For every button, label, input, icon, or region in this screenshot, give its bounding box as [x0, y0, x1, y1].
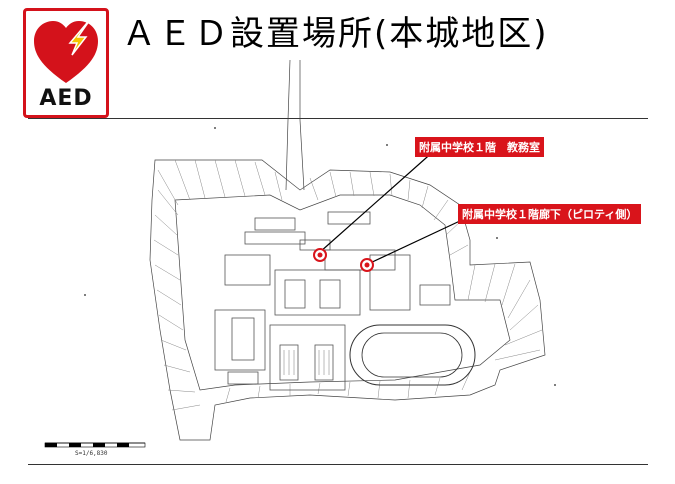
building — [419, 284, 451, 306]
court-lines — [283, 350, 330, 375]
pool — [231, 317, 255, 361]
map-dot — [214, 127, 216, 129]
tennis-court — [314, 344, 334, 381]
map-dot — [554, 384, 556, 386]
aed-logo: AED — [23, 8, 109, 118]
slope-hatching — [153, 159, 543, 411]
map-dot — [386, 144, 388, 146]
building — [254, 217, 296, 231]
campus-boundary — [149, 159, 546, 441]
aed-label-corridor: 附属中学校１階廊下（ピロティ側） — [458, 204, 642, 224]
campus-inner-boundary — [174, 194, 511, 391]
map-road — [299, 60, 305, 191]
scale-bar — [44, 442, 146, 448]
building — [227, 371, 259, 385]
pool-building — [214, 309, 266, 371]
building — [369, 254, 411, 311]
aed-location-marker-icon — [313, 248, 327, 262]
building — [244, 231, 306, 245]
junior-high-building — [324, 249, 396, 271]
page-title: ＡＥＤ設置場所(本城地区) — [122, 14, 549, 54]
map-dot — [496, 237, 498, 239]
map-dot — [84, 294, 86, 296]
school-building — [274, 269, 361, 316]
aed-label-staff-room: 附属中学校１階 教務室 — [415, 137, 544, 157]
building — [299, 239, 331, 251]
tennis-court — [279, 344, 299, 381]
gymnasium-building — [224, 254, 271, 286]
logo-text: AED — [39, 86, 93, 111]
map-road — [285, 59, 291, 191]
running-track — [349, 324, 476, 386]
building — [284, 279, 306, 309]
map-frame — [28, 118, 648, 465]
heart-lightning-icon — [34, 16, 98, 83]
tennis-court-area — [269, 324, 346, 391]
building — [319, 279, 341, 309]
leader-line — [367, 219, 463, 265]
leader-line — [319, 149, 436, 253]
aed-location-marker-icon — [360, 258, 374, 272]
scale-caption: S=1/6,830 — [75, 450, 108, 457]
building — [327, 211, 371, 225]
